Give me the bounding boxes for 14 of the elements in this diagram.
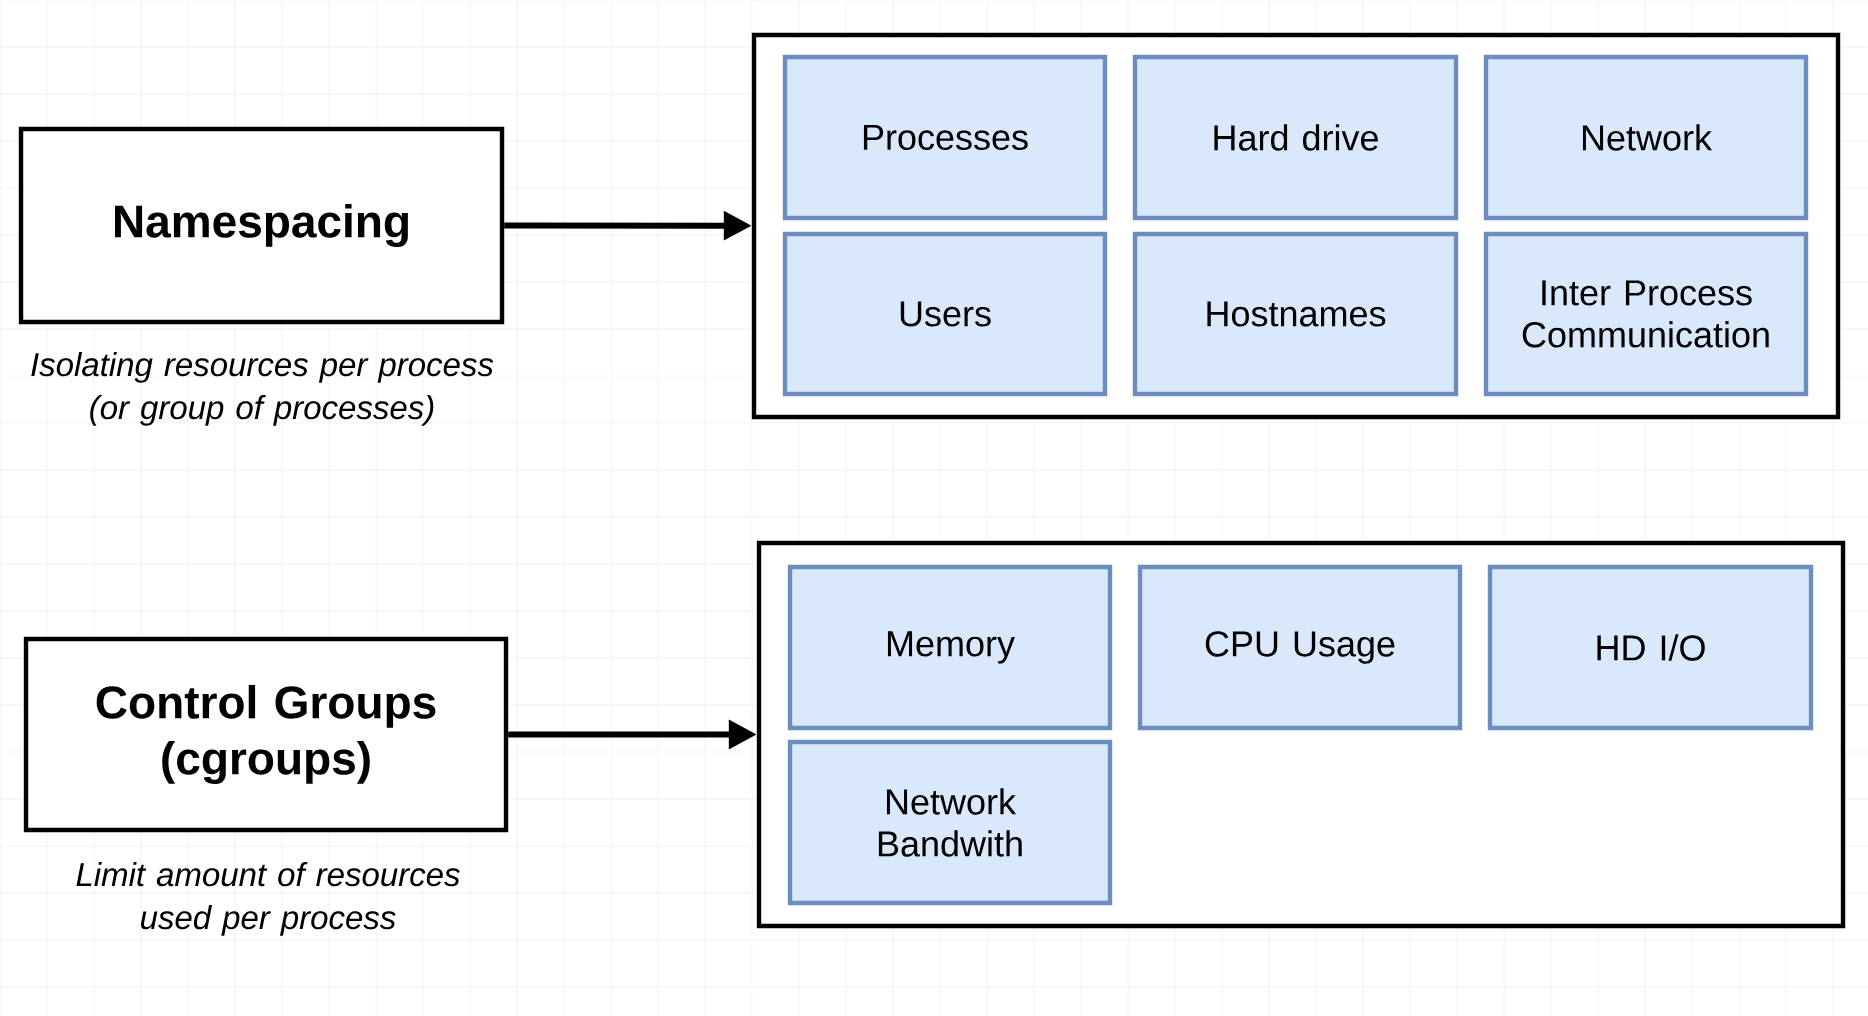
concept-box: Control Groups (cgroups) bbox=[23, 636, 509, 833]
resource-box: CPU Usage bbox=[1137, 564, 1463, 731]
concept-box: Namespacing bbox=[18, 126, 505, 325]
resource-box: Users bbox=[782, 231, 1108, 397]
resource-box: Hard drive bbox=[1132, 54, 1459, 221]
resource-box: Hostnames bbox=[1132, 231, 1459, 397]
resource-box: Network Bandwith bbox=[787, 739, 1113, 906]
resource-box: Inter Process Communication bbox=[1483, 231, 1809, 397]
resource-box: Memory bbox=[787, 564, 1113, 731]
resource-box: Processes bbox=[782, 54, 1108, 221]
node-label: Limit amount of resources used per process bbox=[76, 862, 460, 936]
resource-box: HD I/O bbox=[1487, 564, 1814, 731]
node-label: Isolating resources per process (or group of processes) bbox=[31, 352, 494, 426]
resource-box: Network bbox=[1483, 54, 1809, 221]
